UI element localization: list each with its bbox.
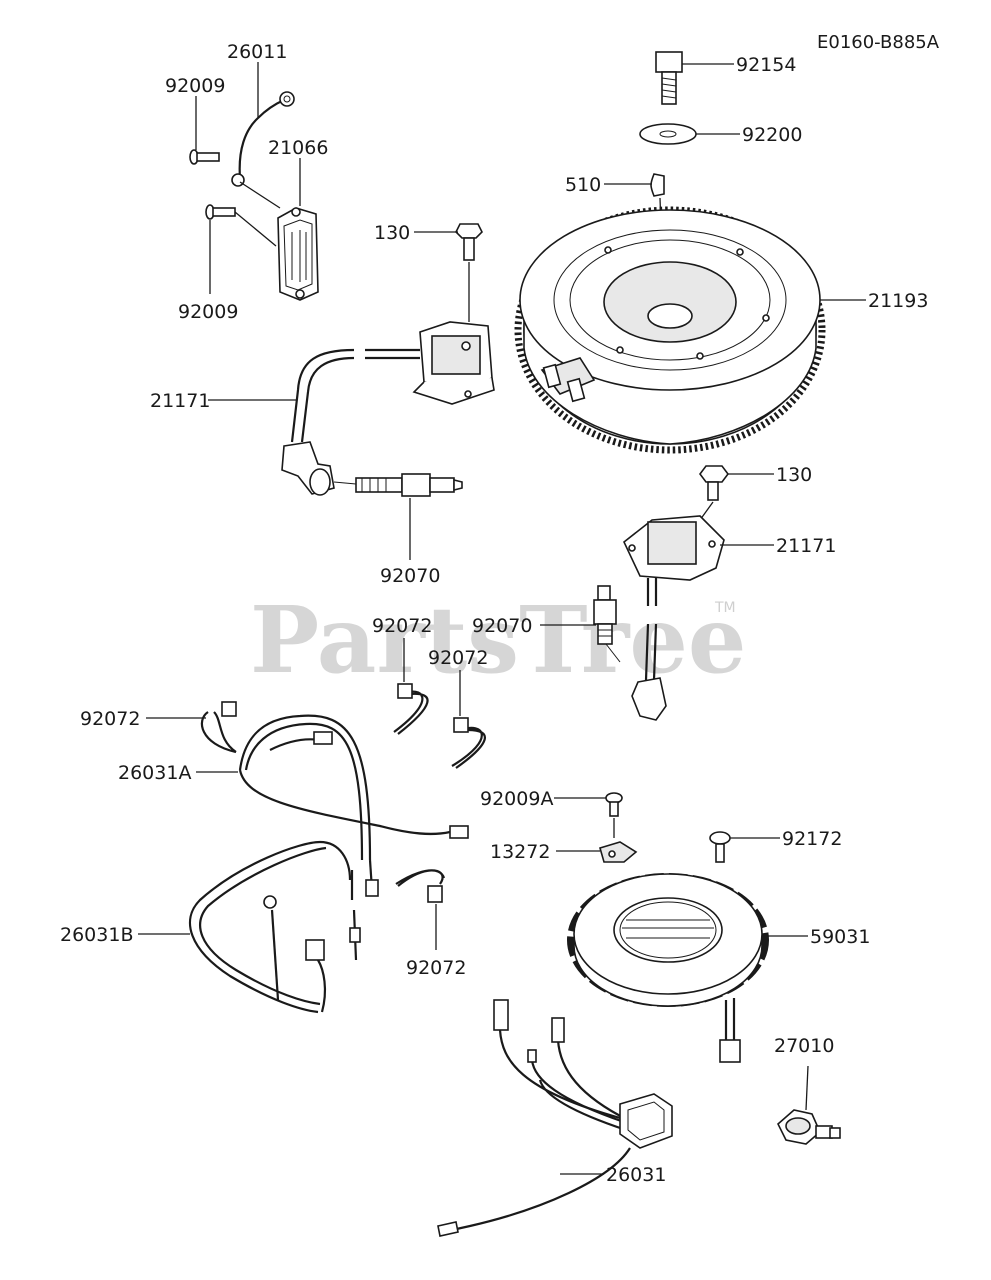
leader-27010 [805,1065,809,1111]
watermark-trademark: TM [714,600,736,616]
washer-92200[interactable] [639,123,697,145]
ignition-coil-21171-left[interactable] [281,321,495,496]
bolt-92009-bottom[interactable] [205,204,236,220]
callout-26031[interactable]: 26031 [606,1164,666,1186]
screw-92172[interactable] [709,831,731,863]
stator-59031[interactable] [567,873,769,1063]
callout-92072-c[interactable]: 92072 [428,647,488,669]
bolt-130-top[interactable] [455,223,483,261]
leader-bolt-to-regulator [234,211,277,247]
callout-21066[interactable]: 21066 [268,137,328,159]
spark-plug-92070-right[interactable] [593,585,621,663]
ground-lead-26011[interactable] [231,91,295,187]
callout-21193[interactable]: 21193 [868,290,928,312]
ignition-coil-21171-right[interactable] [623,515,725,721]
callout-59031[interactable]: 59031 [810,926,870,948]
callout-13272[interactable]: 13272 [490,841,550,863]
callout-510[interactable]: 510 [565,174,601,196]
wire-harness-26031A[interactable] [238,714,469,961]
watermark-text: PartsTree [250,586,746,694]
callout-21171-right[interactable]: 21171 [776,535,836,557]
callout-130-right[interactable]: 130 [776,464,812,486]
callout-92072-a[interactable]: 92072 [80,708,140,730]
callout-92009A[interactable]: 92009A [480,788,553,810]
callout-21171-left[interactable]: 21171 [150,390,210,412]
callout-92154[interactable]: 92154 [736,54,796,76]
screw-92009A[interactable] [605,792,623,817]
callout-92009-bottom[interactable]: 92009 [178,301,238,323]
callout-92072-d[interactable]: 92072 [406,957,466,979]
pressure-switch-27010[interactable] [777,1109,841,1145]
callout-26031B[interactable]: 26031B [60,924,133,946]
callout-27010[interactable]: 27010 [774,1035,834,1057]
woodruff-key-510[interactable] [650,173,665,197]
callout-92072-b[interactable]: 92072 [372,615,432,637]
wire-harness-26031B[interactable] [188,840,352,1014]
clamp-92072-upper[interactable] [393,683,429,735]
callout-92070-left[interactable]: 92070 [380,565,440,587]
callout-130-top[interactable]: 130 [374,222,410,244]
diagram-code: E0160-B885A [817,32,940,53]
wire-harness-26031[interactable] [437,999,673,1237]
callout-92172[interactable]: 92172 [782,828,842,850]
regulator-21066[interactable] [277,207,319,301]
bolt-92009-top[interactable] [189,149,220,165]
bolt-130-right[interactable] [699,465,729,501]
flywheel-21193[interactable] [514,206,826,454]
callout-26011[interactable]: 26011 [227,41,287,63]
spark-plug-92070-left[interactable] [333,473,463,497]
clamp-92072-lower[interactable] [395,869,446,903]
callout-92070-right[interactable]: 92070 [472,615,532,637]
flywheel-bolt-92154[interactable] [655,51,683,105]
leader-26011-to-21066 [239,181,281,209]
callout-92200[interactable]: 92200 [742,124,802,146]
bracket-13272[interactable] [599,841,638,863]
clamp-92072-middle[interactable] [451,717,486,769]
clamp-92072-left[interactable] [200,701,237,754]
callout-26031A[interactable]: 26031A [118,762,191,784]
callout-92009-top[interactable]: 92009 [165,75,225,97]
leader-bolt-to-right-coil [699,501,714,521]
